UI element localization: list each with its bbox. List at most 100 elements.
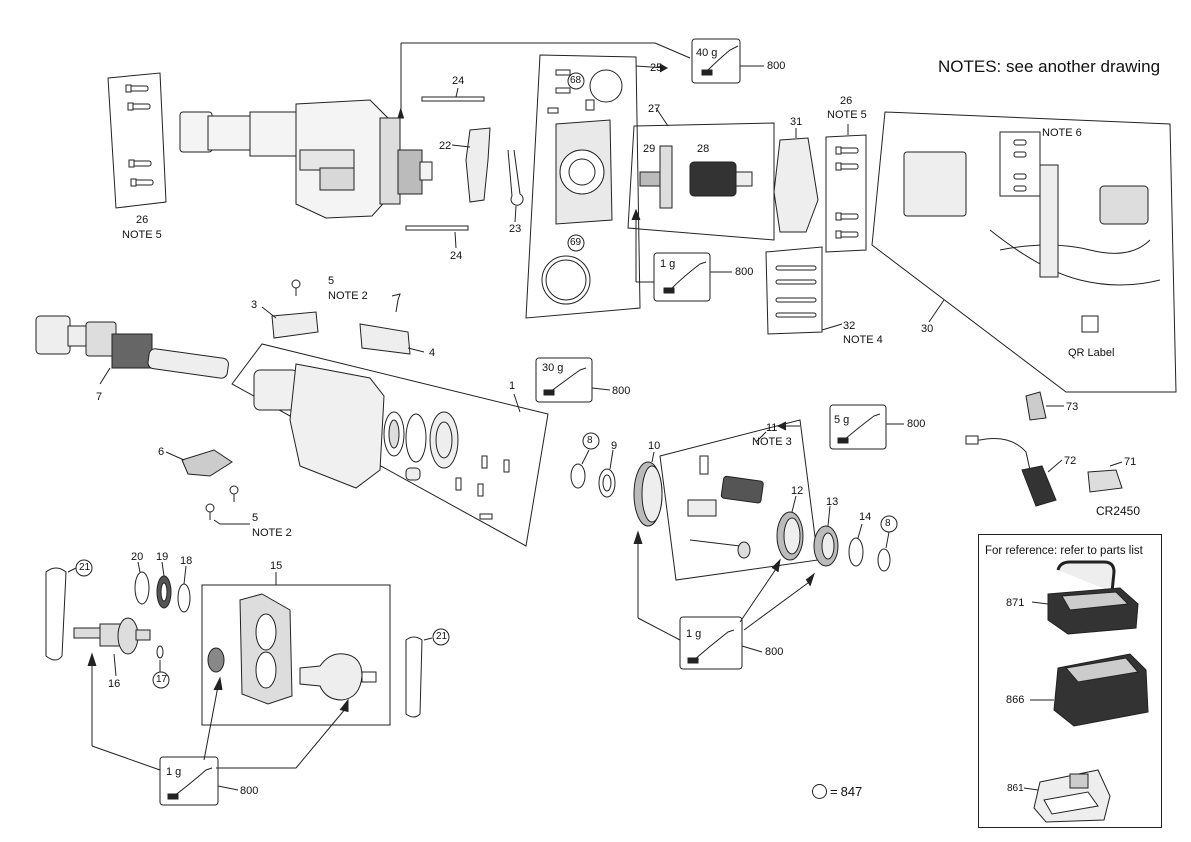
grease-part-5g: 800 [907,418,926,430]
grease-amount-5g: 5 g [834,414,850,426]
callout-15: 15 [270,560,283,572]
callout-14: 14 [859,511,872,523]
switch-unit [1099,185,1149,225]
battery-housing-part [903,151,967,217]
lock-piece-22 [465,127,491,203]
o-ring-21-right [405,636,423,718]
callout-29: 29 [643,143,656,155]
grease-amount-30g: 30 g [542,362,564,374]
grease-amount-40g: 40 g [696,47,718,59]
callout-11-note: NOTE 3 [752,436,792,448]
callout-861: 861 [1007,783,1024,794]
qr-label-text: QR Label [1068,347,1115,359]
bracket-3 [271,311,319,339]
battery-866 [1053,653,1149,727]
callout-7: 7 [96,391,103,403]
grease-part-1g-b: 800 [765,646,784,658]
bracket-4 [359,323,411,355]
callout-9: 9 [611,440,618,452]
grease-boxes [159,38,904,806]
spring-clip-23 [507,149,524,206]
panel-30 [871,111,1177,393]
cr2450-label: CR2450 [1096,504,1141,518]
callout-871: 871 [1006,597,1025,609]
callout-32-note: NOTE 4 [843,334,883,346]
callout-69: 69 [570,237,582,248]
panel-25 [525,54,641,319]
callout-72: 72 [1064,455,1077,467]
callout-73: 73 [1066,401,1079,413]
grease-amount-1g-a: 1 g [660,258,676,270]
callout-30: 30 [921,323,934,335]
callout-8-left: 8 [587,435,593,446]
callout-26-right: 26 [840,95,853,107]
callout-5-top-note: NOTE 2 [328,290,368,302]
callout-3: 3 [251,299,258,311]
grease-part-1g-a: 800 [735,266,754,278]
callout-32: 32 [843,320,856,332]
callout-19: 19 [156,551,169,563]
callout-21-left: 21 [79,562,91,573]
screw-icon [125,84,154,187]
callout-71: 71 [1124,456,1137,468]
clutch-part [299,653,363,701]
callout-21-right: 21 [436,631,448,642]
gear-case-assembly [179,99,433,219]
plate-6 [181,449,233,477]
grease-part-1g-c: 800 [240,785,259,797]
battery-871 [1047,560,1139,635]
callout-8-right: 8 [885,518,891,529]
o-ring-legend: = 847 [812,782,862,800]
screw-panel-left [107,72,167,209]
part-73 [1025,391,1047,421]
screw-panel-right [825,134,867,253]
callout-68: 68 [570,75,582,86]
qr-label-box [1081,315,1099,333]
callout-17: 17 [156,674,168,685]
callout-27: 27 [648,103,661,115]
screw-panel-32 [765,246,823,335]
callout-5-bottom: 5 [252,512,259,524]
callout-4: 4 [429,347,436,359]
callout-11: 11 [766,422,778,434]
callout-24-bottom: 24 [450,250,463,262]
callout-26-right-note: NOTE 5 [827,109,867,121]
circle-symbol-icon [812,783,827,799]
cable-72 [966,438,1031,471]
frame-31 [773,137,819,233]
callout-16: 16 [108,678,121,690]
callout-31: 31 [790,116,803,128]
reference-title: For reference: refer to parts list [985,545,1143,557]
panel-15 [201,584,391,726]
grease-amount-1g-b: 1 g [686,628,702,640]
callout-1: 1 [509,380,516,392]
pinion-16 [73,617,151,655]
callout-5-bottom-note: NOTE 2 [252,527,292,539]
o-ring-callouts [75,72,898,689]
callout-26-left-note: NOTE 5 [122,229,162,241]
o-ring-21-left [45,567,67,661]
panel-27 [627,122,775,241]
grease-part-30g: 800 [612,385,631,397]
callout-28: 28 [697,143,710,155]
callout-18: 18 [180,555,193,567]
callout-26-left: 26 [136,214,149,226]
callout-note-6: NOTE 6 [1042,127,1082,139]
legend-part-number: 847 [840,783,863,799]
callout-12: 12 [791,485,804,497]
pin-24-top [421,96,485,102]
callout-20: 20 [131,551,144,563]
hammer-case-part [253,363,385,489]
notes-heading: NOTES: see another drawing [938,57,1161,76]
callout-23: 23 [509,223,522,235]
callout-5-top: 5 [328,275,335,287]
spindle-7 [35,315,229,379]
battery-cell-71 [1087,469,1123,493]
panel-1 [231,343,549,547]
grease-part-40g: 800 [767,60,786,72]
reference-box: For reference: refer to parts list [978,534,1162,828]
callout-13: 13 [826,496,839,508]
equals-sign: = [830,783,838,799]
